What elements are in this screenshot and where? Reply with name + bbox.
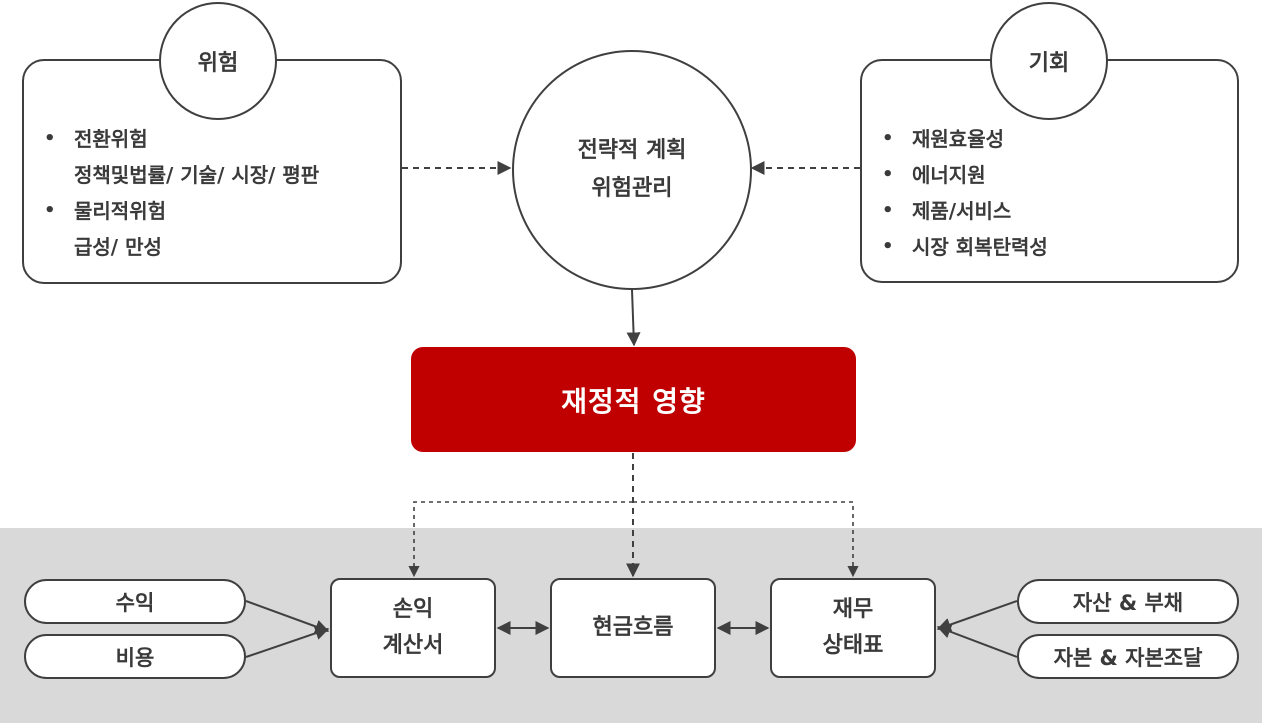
equity-financing-label: 자본 & 자본조달 <box>1053 645 1203 670</box>
bullet-icon: • <box>882 164 894 185</box>
balance-sheet-box: 재무 상태표 <box>770 578 936 678</box>
financial-impact-label: 재정적 영향 <box>561 384 706 418</box>
opportunity-item: • 재원효율성 <box>862 121 1048 157</box>
arrow-assets-to-balance <box>936 600 1018 632</box>
risk-title: 위험 <box>197 51 239 76</box>
income-statement-line-2: 계산서 <box>382 633 444 658</box>
opportunity-title: 기회 <box>1028 51 1070 76</box>
risk-item-label: 전환위험 <box>74 127 148 151</box>
cost-label: 비용 <box>115 645 155 670</box>
financial-impact-box: 재정적 영향 <box>411 347 856 452</box>
bullet-icon: • <box>882 200 894 221</box>
income-statement-line-1: 손익 <box>392 597 434 622</box>
opportunity-title-circle: 기회 <box>990 2 1108 120</box>
opportunity-item: • 시장 회복탄력성 <box>862 229 1048 265</box>
opportunity-item-label: 재원효율성 <box>912 127 1004 151</box>
balance-sheet-line-2: 상태표 <box>822 633 884 658</box>
opportunity-item-label: 제품/서비스 <box>912 199 1012 223</box>
risk-list: • 전환위험 정책및법률/ 기술/ 시장/ 평판 • 물리적위험 급성/ 만성 <box>24 121 319 265</box>
opportunity-item-label: 시장 회복탄력성 <box>912 235 1048 259</box>
assets-liabilities-label: 자산 & 부채 <box>1072 590 1184 615</box>
equity-financing-pill: 자본 & 자본조달 <box>1017 634 1239 679</box>
arrow-impact-to-balance <box>633 501 859 578</box>
arrow-equity-to-balance <box>936 624 1018 658</box>
risk-title-circle: 위험 <box>159 2 277 120</box>
assets-liabilities-pill: 자산 & 부채 <box>1017 579 1239 624</box>
risk-item-detail: 정책및법률/ 기술/ 시장/ 평판 <box>74 163 320 187</box>
arrow-impact-to-income <box>408 501 633 578</box>
bullet-icon: • <box>882 128 894 149</box>
arrow-cost-to-income <box>245 626 330 658</box>
cost-pill: 비용 <box>24 634 246 679</box>
revenue-label: 수익 <box>115 590 155 615</box>
risk-item: • 전환위험 정책및법률/ 기술/ 시장/ 평판 <box>24 121 319 193</box>
balance-sheet-line-1: 재무 <box>832 597 874 622</box>
strategy-circle: 전략적 계획 위험관리 <box>512 50 752 290</box>
strategy-line-2: 위험관리 <box>591 176 673 201</box>
risk-item: • 물리적위험 급성/ 만성 <box>24 193 319 265</box>
strategy-line-1: 전략적 계획 <box>577 138 687 163</box>
risk-item-detail: 급성/ 만성 <box>74 235 162 259</box>
bullet-icon: • <box>44 128 56 149</box>
arrow-revenue-to-income <box>245 600 330 634</box>
cashflow-box: 현금흐름 <box>550 578 716 678</box>
risk-item-label: 물리적위험 <box>74 199 166 223</box>
opportunity-item: • 제품/서비스 <box>862 193 1048 229</box>
opportunity-item-label: 에너지원 <box>912 163 986 187</box>
opportunity-item: • 에너지원 <box>862 157 1048 193</box>
opportunity-list: • 재원효율성 • 에너지원 • 제품/서비스 • 시장 회복탄력성 <box>862 121 1048 265</box>
bullet-icon: • <box>44 200 56 221</box>
cashflow-label: 현금흐름 <box>592 615 674 640</box>
income-statement-box: 손익 계산서 <box>330 578 496 678</box>
revenue-pill: 수익 <box>24 579 246 624</box>
arrow-strategy-to-impact <box>626 289 641 347</box>
bullet-icon: • <box>882 236 894 257</box>
